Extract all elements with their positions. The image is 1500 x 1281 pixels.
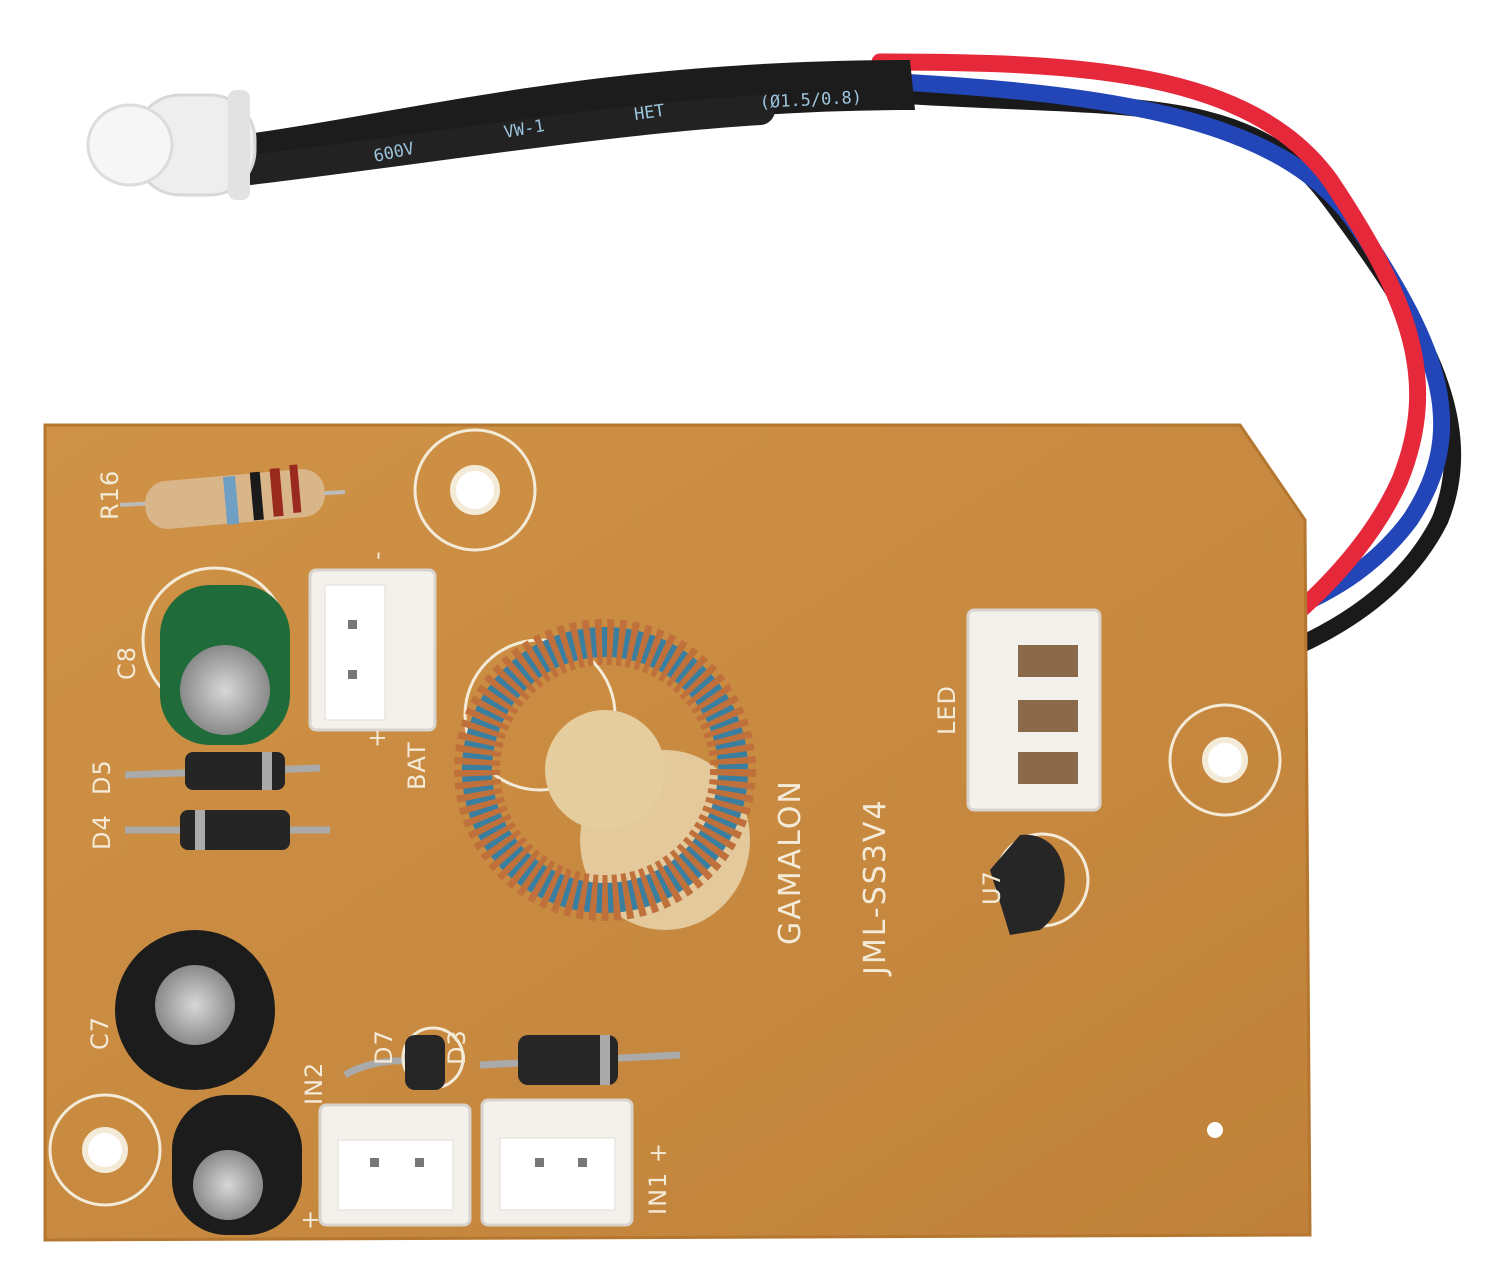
diode-d3 [479,1035,681,1085]
label-d7: D7 [370,1029,398,1065]
bat-connector [308,568,437,732]
small-hole [1207,1122,1223,1138]
label-in2: IN2 [300,1062,328,1105]
label-bat-minus: - [363,550,391,560]
diode-d7 [343,1026,465,1090]
toroid-inductor [454,619,756,930]
diode-d4 [125,810,330,850]
mounting-hole-bottom-left [48,1093,162,1207]
resistor-r16 [119,464,346,529]
label-in1: IN1 + [644,1142,672,1215]
label-d4: D4 [88,814,116,850]
transistor-u7 [990,832,1090,935]
label-u7: U7 [978,870,1006,905]
wire-harness [235,53,1462,774]
mounting-hole-right [1168,703,1282,817]
wire-marking-het: HET [633,101,666,125]
mounting-hole-top [413,428,537,552]
label-bat-plus: + [363,727,391,748]
label-bat: BAT [403,741,431,790]
diode-d5 [124,752,321,790]
label-led: LED [933,685,961,735]
capacitor-small [172,1095,302,1235]
label-c7: C7 [86,1016,114,1050]
in2-connector [318,1103,472,1227]
label-d5: D5 [88,759,116,795]
capacitor-c8 [141,566,290,745]
label-r16: R16 [96,470,124,520]
label-d3: D3 [443,1029,471,1065]
label-model: JML-SS3V4 [858,798,893,977]
label-brand: GAMALON [773,779,808,945]
capacitor-c7 [115,930,275,1090]
label-in2-plus: + [296,1209,324,1230]
in1-connector [480,1098,634,1227]
led-connector [966,608,1102,812]
led-lead-sleeve [235,95,775,185]
label-c8: C8 [113,646,141,680]
led-bulb [86,90,257,200]
